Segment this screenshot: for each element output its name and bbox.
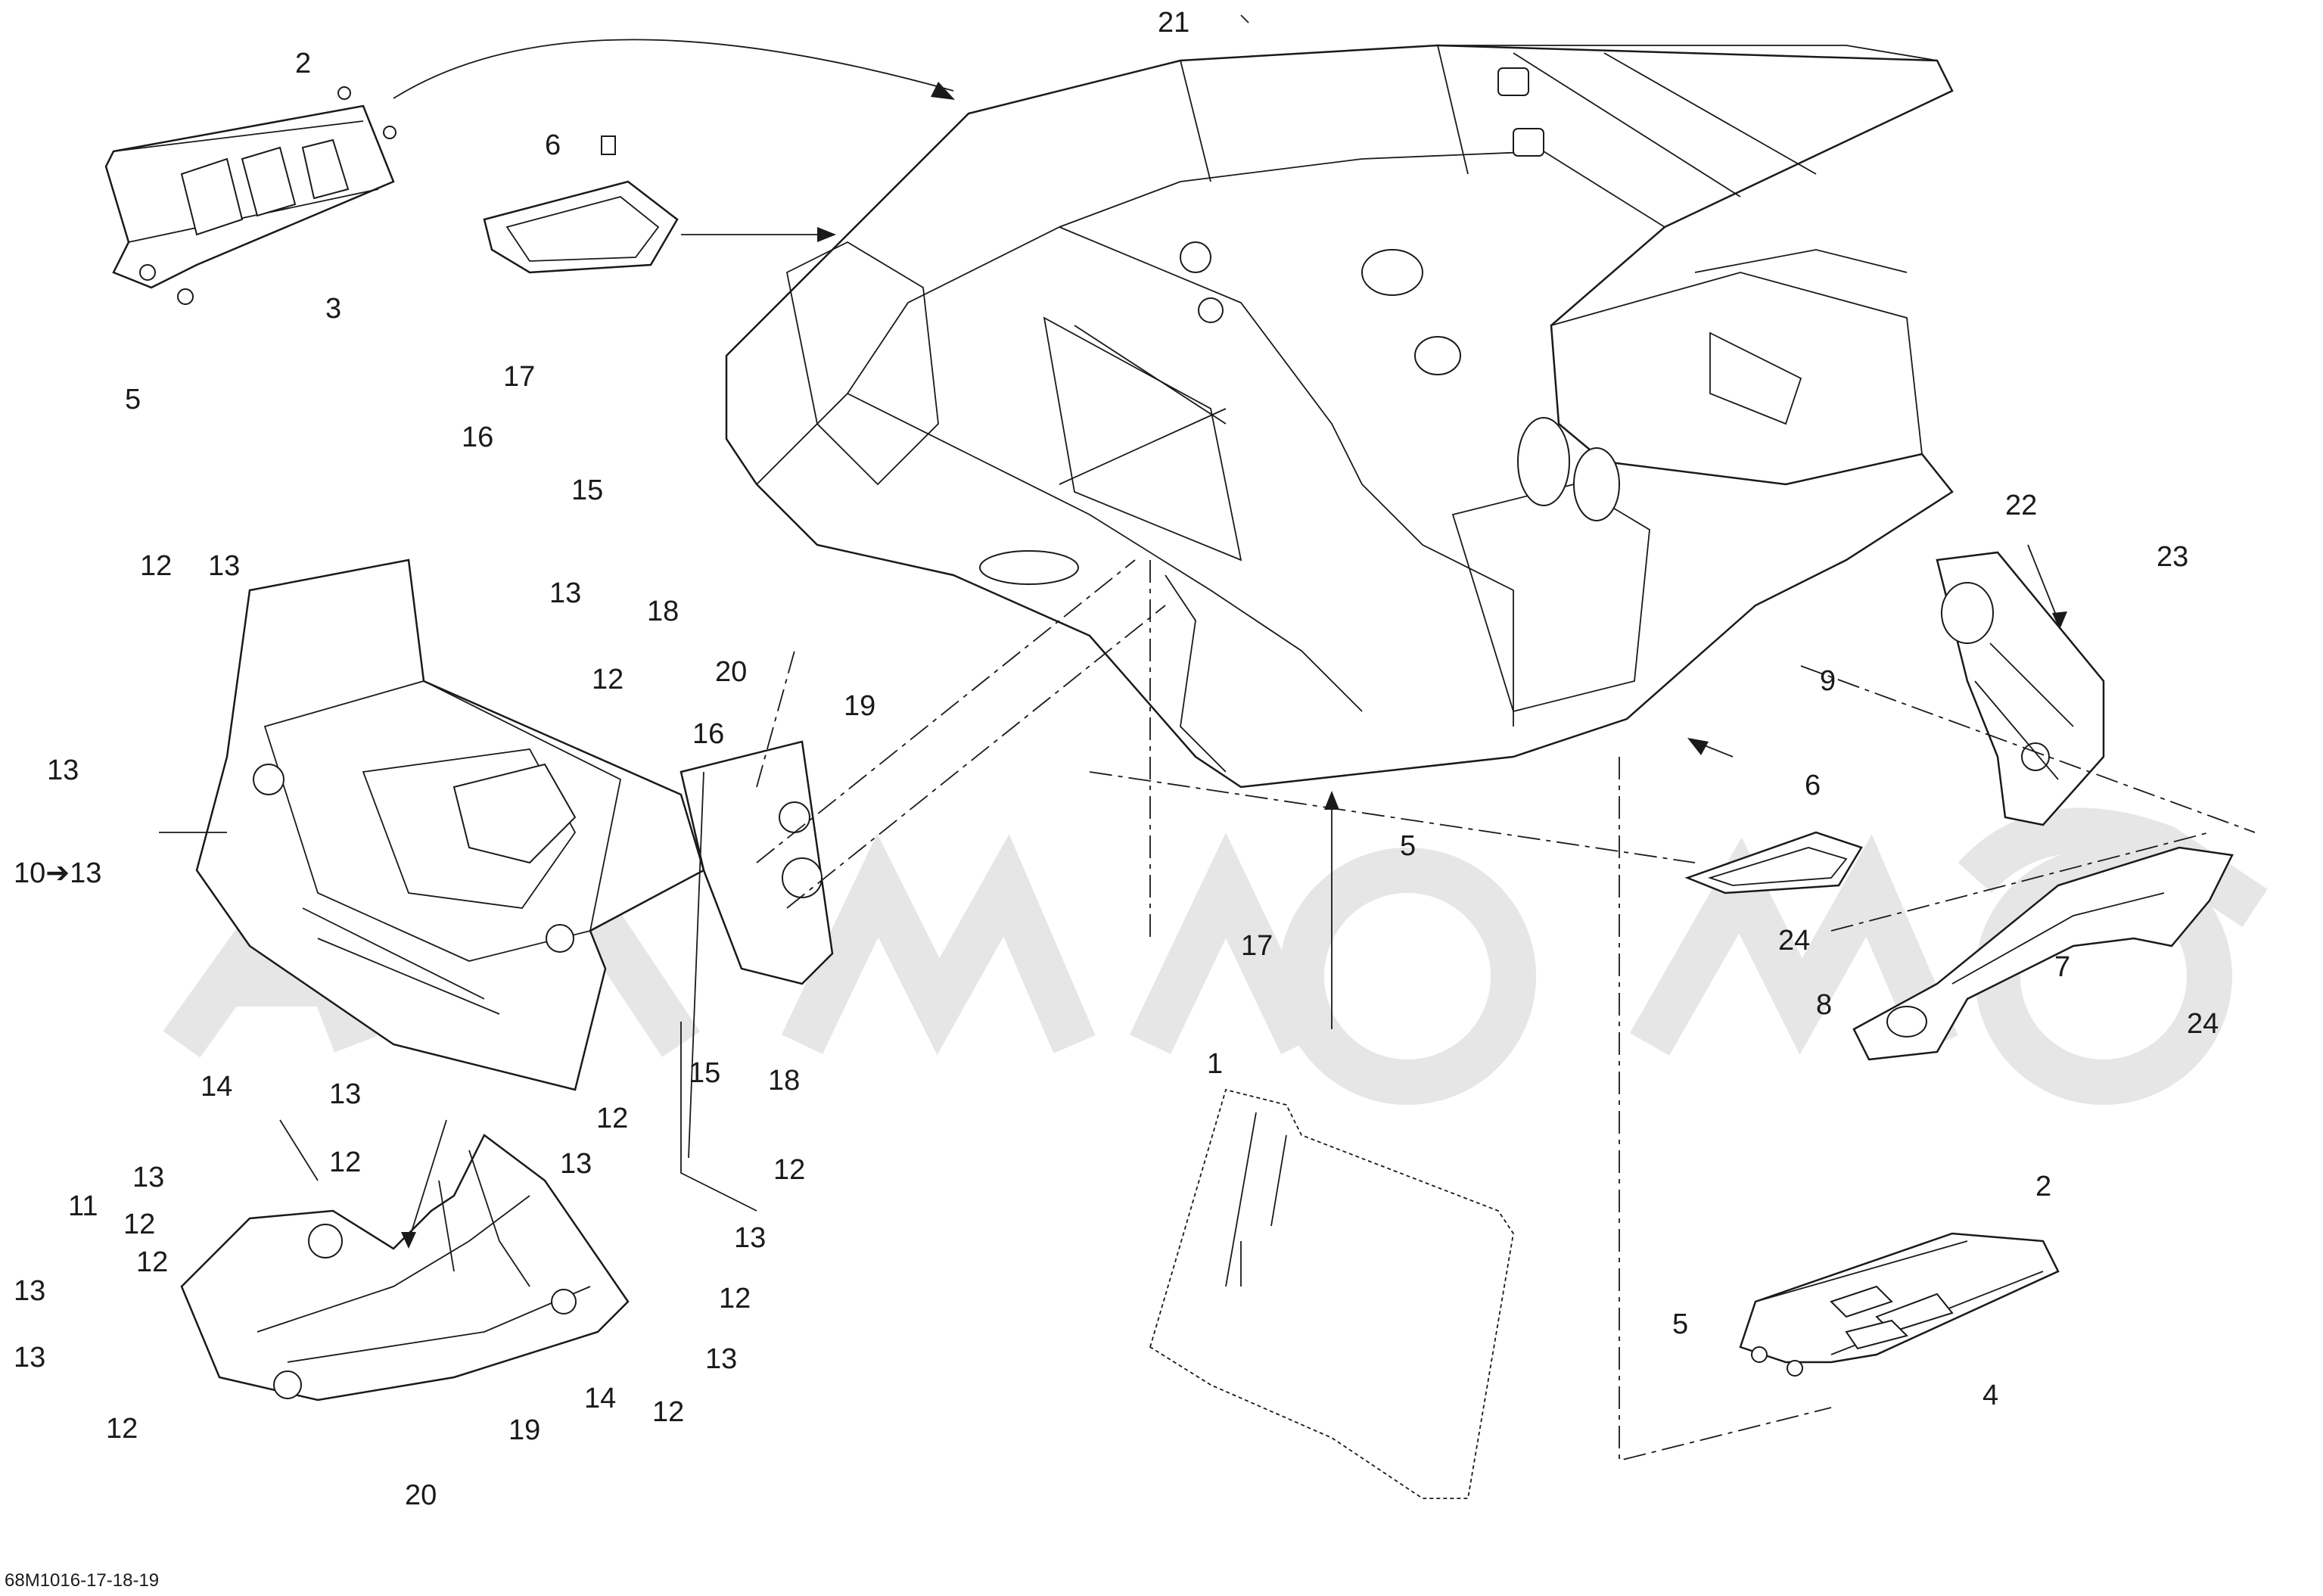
callout-5-left: 5 (125, 384, 141, 415)
footrest-left (104, 86, 396, 305)
callout-2-right: 2 (2035, 1171, 2051, 1202)
callout-13-f: 13 (329, 1078, 361, 1110)
callout-22: 22 (2005, 490, 2037, 521)
leader-lines (159, 14, 2256, 1462)
callout-12-f: 12 (329, 1146, 361, 1178)
callout-12-b: 12 (592, 664, 624, 695)
callout-13-h: 13 (14, 1275, 45, 1307)
callout-5-mid: 5 (1400, 830, 1416, 862)
callout-24-right: 24 (2187, 1008, 2219, 1040)
callout-18-top: 18 (647, 596, 679, 627)
callout-16-mid: 16 (692, 718, 724, 750)
callout-15-mid: 15 (689, 1057, 720, 1089)
callout-21: 21 (1158, 7, 1189, 39)
callout-5-right: 5 (1672, 1308, 1688, 1340)
callout-7: 7 (2054, 951, 2070, 983)
arrow-heads (401, 82, 2067, 1249)
callout-12-d: 12 (773, 1154, 805, 1186)
reference-code: 68M1016-17-18-19 (5, 1570, 159, 1591)
callout-18-mid: 18 (768, 1065, 800, 1097)
footrest-right (1739, 1232, 2060, 1377)
heat-exchanger (1149, 1088, 1514, 1499)
callout-15-top: 15 (571, 474, 603, 506)
callout-14-bot: 14 (584, 1383, 616, 1414)
callout-13-e: 13 (734, 1222, 766, 1254)
engine-mount (1852, 846, 2234, 1061)
callout-19-bot: 19 (508, 1414, 540, 1446)
callout-17-mid: 17 (1241, 930, 1273, 962)
callout-13-j: 13 (705, 1343, 737, 1375)
steering-support (180, 1134, 630, 1402)
callout-23: 23 (2157, 541, 2188, 573)
callout-13-g: 13 (132, 1162, 164, 1193)
grip-pad-upper (483, 135, 679, 274)
chassis-frame (725, 44, 1954, 789)
callout-3: 3 (325, 293, 341, 325)
callout-12-a: 12 (140, 550, 172, 582)
front-suspension-module (195, 558, 834, 1091)
callout-12-c: 12 (596, 1103, 628, 1134)
callout-10: 10➔13 (14, 857, 101, 889)
callouts: 21 2 6 3 5 17 16 15 18 20 19 13 12 13 12… (14, 7, 2219, 1511)
callout-9: 9 (1820, 665, 1836, 697)
grip-pad-lower (1684, 831, 1863, 894)
callout-14-top: 14 (201, 1071, 232, 1103)
callout-2-top: 2 (295, 48, 311, 79)
callout-6-right: 6 (1805, 770, 1821, 801)
callout-12-j: 12 (652, 1396, 684, 1428)
callout-13-d: 13 (560, 1148, 592, 1180)
callout-4: 4 (1982, 1380, 1998, 1411)
callout-12-g: 12 (123, 1209, 155, 1240)
callout-13-b: 13 (549, 577, 581, 609)
callout-17-top: 17 (503, 361, 535, 393)
callout-19-top: 19 (844, 690, 875, 722)
upper-column-support (1936, 551, 2105, 826)
callout-24-mid: 24 (1778, 925, 1810, 957)
callout-20-top: 20 (715, 656, 747, 688)
callout-12-e: 12 (719, 1283, 751, 1314)
callout-13-i: 13 (14, 1342, 45, 1374)
callout-16-top: 16 (462, 422, 493, 453)
callout-13-a: 13 (208, 550, 240, 582)
callout-8: 8 (1816, 989, 1832, 1021)
callout-11: 11 (68, 1190, 98, 1222)
callout-12-h: 12 (136, 1246, 168, 1278)
callout-6-top: 6 (545, 129, 561, 161)
callout-13-c: 13 (47, 754, 79, 786)
callout-20-bot: 20 (405, 1479, 437, 1511)
callout-1: 1 (1207, 1048, 1223, 1080)
callout-12-i: 12 (106, 1413, 138, 1445)
